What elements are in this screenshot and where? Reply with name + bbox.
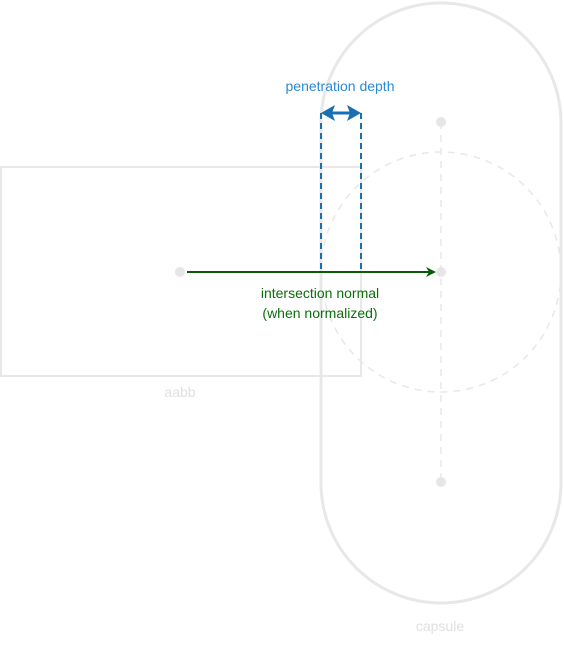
- intersection-normal-sublabel: (when normalized): [262, 305, 377, 321]
- capsule-center-dot: [436, 267, 446, 277]
- intersection-normal-label: intersection normal: [261, 285, 379, 301]
- depth-double-arrow: [321, 105, 361, 121]
- capsule-label: capsule: [416, 618, 464, 634]
- capsule-outline: [319, 1, 563, 605]
- capsule-top-dot: [436, 117, 446, 127]
- capsule-bottom-dot: [436, 477, 446, 487]
- aabb-center-dot: [175, 267, 185, 277]
- aabb-label: aabb: [164, 384, 195, 400]
- penetration-depth-label: penetration depth: [286, 78, 395, 94]
